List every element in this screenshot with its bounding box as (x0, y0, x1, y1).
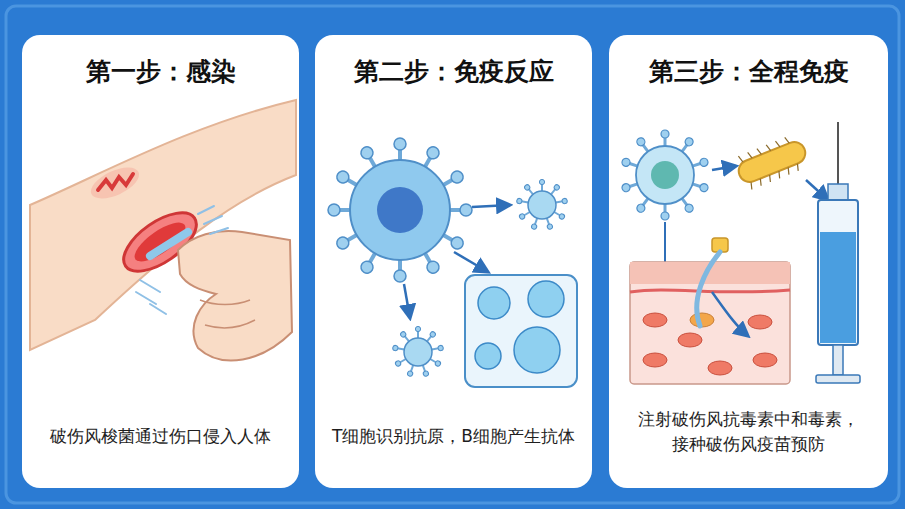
arm-illustration (200, 300, 255, 328)
immune-illustration (350, 160, 450, 260)
vaccine-illustration (661, 130, 669, 147)
step-caption: 注射破伤风抗毒素中和毒素， 接种破伤风疫苗预防 (633, 407, 865, 457)
immune-illustration (394, 138, 406, 162)
ground-frame (6, 6, 899, 503)
vaccine-illustration (837, 122, 839, 186)
vaccine-illustration (766, 144, 770, 151)
step-title: 第一步：感染 (86, 57, 236, 87)
arm-illustration (136, 206, 228, 314)
immune-illustration (516, 198, 528, 205)
arm-illustration (86, 161, 143, 205)
vaccine-illustration (643, 313, 667, 327)
vaccine-illustration (753, 353, 777, 367)
step-caption: 破伤风梭菌通过伤口侵入人体 (36, 424, 286, 449)
vaccine-illustration (708, 361, 732, 375)
immune-illustration (377, 187, 423, 233)
arm-illustration (136, 292, 156, 304)
vaccine-illustration (816, 375, 860, 383)
immune-illustration (328, 138, 577, 387)
vaccine-illustration (697, 252, 720, 326)
vaccine-illustration (621, 122, 860, 384)
immune-illustration (431, 345, 443, 352)
arm-illustration (210, 228, 228, 234)
vaccine-illustration (661, 203, 669, 220)
vaccine-illustration (738, 137, 800, 190)
step-caption: T细胞识别抗原，B细胞产生抗体 (329, 424, 579, 449)
vaccine-illustration (621, 130, 709, 220)
arm-illustration (140, 280, 160, 292)
immune-illustration (404, 284, 410, 318)
vaccine-illustration (828, 184, 848, 200)
immune-illustration (475, 343, 501, 369)
vaccine-illustration (643, 353, 667, 367)
immune-illustration (328, 138, 472, 282)
immune-illustration (528, 281, 564, 317)
immune-illustration (465, 275, 577, 387)
vaccine-illustration (806, 180, 828, 200)
vaccine-illustration (759, 179, 763, 186)
step-title: 第三步：全程免疫 (649, 57, 849, 87)
step-panel: 第二步：免疫反应 T细胞识别抗原，B细胞产生抗体 (315, 35, 592, 488)
vaccine-illustration (748, 315, 772, 329)
vaccine-illustration (777, 171, 781, 178)
vaccine-illustration (818, 200, 858, 345)
immune-illustration (472, 205, 510, 207)
immune-illustration (475, 281, 564, 373)
immune-illustration (415, 326, 420, 338)
vaccine-illustration (678, 333, 702, 347)
immune-illustration (404, 338, 432, 366)
vaccine-illustration (733, 132, 811, 192)
vaccine-illustration (796, 164, 800, 171)
vaccine-illustration (757, 148, 761, 155)
vaccine-illustration (749, 182, 753, 189)
immune-illustration (539, 179, 544, 191)
vaccine-illustration (775, 140, 779, 147)
immune-illustration (392, 326, 443, 377)
arm-illustration (30, 100, 296, 361)
vaccine-illustration (748, 152, 752, 159)
vaccine-illustration (833, 345, 843, 375)
immune-illustration (478, 287, 510, 319)
immune-illustration (454, 252, 488, 272)
arm-illustration (198, 206, 214, 214)
vaccine-illustration (636, 146, 694, 204)
immune-illustration (448, 204, 472, 216)
immune-illustration (528, 191, 556, 219)
vaccine-illustration (664, 222, 666, 262)
vaccine-illustration (768, 175, 772, 182)
arm-illustration (150, 304, 166, 314)
step-title: 第二步：免疫反应 (354, 57, 554, 87)
vaccine-illustration (820, 232, 856, 343)
arm-illustration (98, 174, 133, 190)
vaccine-illustration (643, 313, 777, 375)
vaccine-illustration (651, 161, 679, 189)
immune-illustration (328, 204, 352, 216)
immune-illustration (394, 258, 406, 282)
arm-illustration (204, 216, 222, 224)
immune-illustration (392, 345, 404, 352)
vaccine-illustration (735, 139, 808, 186)
vaccine-illustration (712, 292, 748, 336)
vaccine-illustration (785, 137, 789, 144)
vaccine-illustration (786, 167, 790, 174)
immune-illustration (555, 198, 567, 205)
immune-illustration (514, 327, 560, 373)
arm-illustration (178, 231, 292, 361)
vaccine-illustration (712, 166, 736, 170)
vaccine-illustration (630, 262, 790, 384)
vaccine-illustration (630, 290, 790, 292)
immune-illustration (516, 179, 567, 230)
vaccine-illustration (738, 155, 742, 162)
